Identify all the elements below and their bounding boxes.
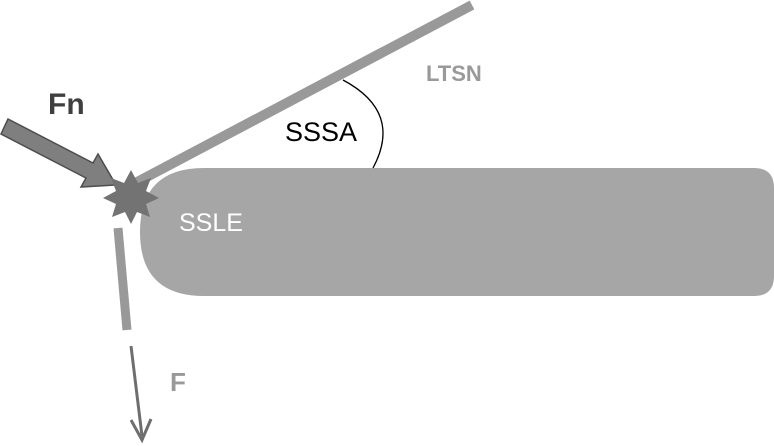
force-label: F: [170, 367, 186, 397]
contact-point-star: [103, 170, 159, 224]
normal-force-label: Fn: [48, 88, 85, 121]
normal-force-arrow: [0, 117, 118, 188]
force-arrow-head: [129, 418, 153, 444]
upper-line-label: LTSN: [426, 61, 482, 86]
inclined-line: [119, 0, 475, 195]
body-label: SSLE: [179, 209, 243, 237]
angle-arc: [342, 79, 384, 169]
force-arrow-shaft: [129, 345, 144, 437]
downward-line: [113, 227, 132, 331]
angle-label: SSSA: [285, 117, 357, 147]
body-shape: [140, 168, 774, 296]
